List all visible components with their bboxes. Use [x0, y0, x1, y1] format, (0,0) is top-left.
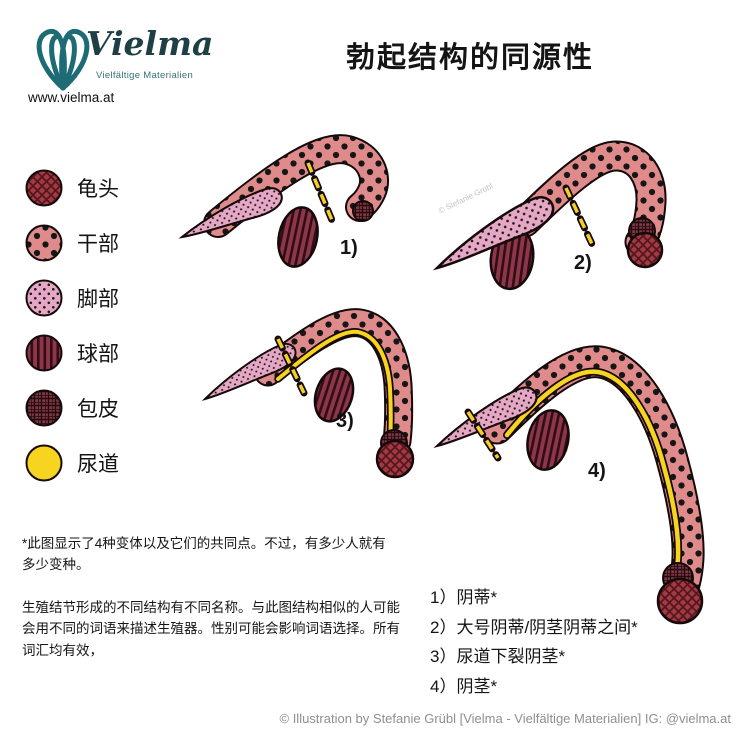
- vielma-heart-icon: [36, 28, 90, 91]
- urethra-swatch-icon: [25, 444, 63, 481]
- legend-label-glans: 龟头: [77, 177, 119, 201]
- variant-list-item-3: 3）尿道下裂阴茎*: [430, 647, 566, 666]
- figure-3-shaft-fill: [255, 310, 412, 454]
- bulb-swatch-icon: [25, 334, 63, 371]
- figure-1-illustration: [178, 134, 389, 268]
- figure-3-number: 3): [336, 410, 354, 432]
- glans-swatch-icon: [25, 169, 63, 206]
- figure-3-section-dash-fill: [276, 338, 306, 394]
- figure-4-section-dash-fill: [466, 411, 500, 459]
- figure-4-crura: [433, 386, 538, 448]
- legend-label-bulb: 球部: [77, 342, 119, 366]
- legend-item-urethra: 尿道: [24, 435, 119, 490]
- legend-label-crura: 脚部: [77, 287, 119, 311]
- credit-footer: © Illustration by Stefanie Grübl [Vielma…: [279, 711, 732, 726]
- variant-list-item-2: 2）大号阴蒂/阴茎阴蒂之间*: [430, 617, 638, 637]
- variants-note: *此图显示了4种变体以及它们的共同点。不过，有多少人就有多少变种。: [22, 536, 386, 573]
- legend-item-foreskin: 包皮: [24, 380, 119, 435]
- figure-1-bulb: [277, 206, 319, 268]
- figure-3-bulb: [313, 367, 355, 423]
- legend-item-crura: 脚部: [24, 270, 119, 325]
- figure-2-glans: [626, 231, 664, 269]
- logo-tagline: Vielfältige Materialien: [96, 70, 194, 81]
- figure-2-section-dash-fill: [564, 187, 594, 245]
- variant-list: 1）阴蒂* 2）大号阴蒂/阴茎阴蒂之间* 3）尿道下裂阴茎* 4）阴茎*: [430, 583, 638, 701]
- legend-label-urethra: 尿道: [77, 452, 119, 476]
- figure-1-number: 1): [340, 237, 358, 259]
- figure-1-section-dash-fill: [306, 162, 336, 226]
- variant-list-item-4: 4）阴茎*: [430, 676, 498, 696]
- legend-label-shaft: 干部: [77, 232, 119, 256]
- figure-4-bulb: [526, 409, 570, 471]
- logo-url: www.vielma.at: [28, 90, 115, 105]
- figure-2-crura: [432, 196, 555, 271]
- figure-2-illustration: [432, 140, 667, 291]
- figure-1-hood: [352, 200, 374, 222]
- legend-item-glans: 龟头: [24, 160, 119, 215]
- shaft-swatch-icon: [25, 224, 63, 261]
- figure-4-shaft-fill: [482, 347, 703, 611]
- terminology-note: 生殖结节形成的不同结构有不同名称。与此图结构相似的人可能会用不同的词语来描述生殖…: [22, 600, 400, 658]
- legend-item-shaft: 干部: [24, 215, 119, 270]
- foreskin-swatch-icon: [25, 389, 63, 426]
- figure-4-illustration: [433, 345, 705, 625]
- figure-3-glans: [375, 439, 415, 479]
- figure-1-shaft-fill: [205, 136, 387, 236]
- crura-swatch-icon: [25, 279, 63, 316]
- figure-3-urethra: [276, 329, 393, 447]
- figure-4-glans: [656, 577, 704, 625]
- figure-1-crura: [178, 187, 283, 239]
- variant-list-item-1: 1）阴蒂*: [430, 588, 498, 607]
- page-title: 勃起结构的同源性: [345, 42, 594, 74]
- figure-4-number: 4): [588, 460, 606, 482]
- figure-2-number: 2): [574, 252, 592, 274]
- logo-wordmark: Vielma: [86, 24, 214, 63]
- figure-3-illustration: [201, 308, 415, 479]
- legend: 龟头 干部 脚部 球部 包皮 尿道: [24, 160, 119, 490]
- vielma-logo: Vielma Vielfältige Materialien www.vielm…: [24, 16, 244, 118]
- legend-item-bulb: 球部: [24, 325, 119, 380]
- figure-3-crura: [201, 342, 297, 401]
- legend-label-foreskin: 包皮: [77, 397, 119, 421]
